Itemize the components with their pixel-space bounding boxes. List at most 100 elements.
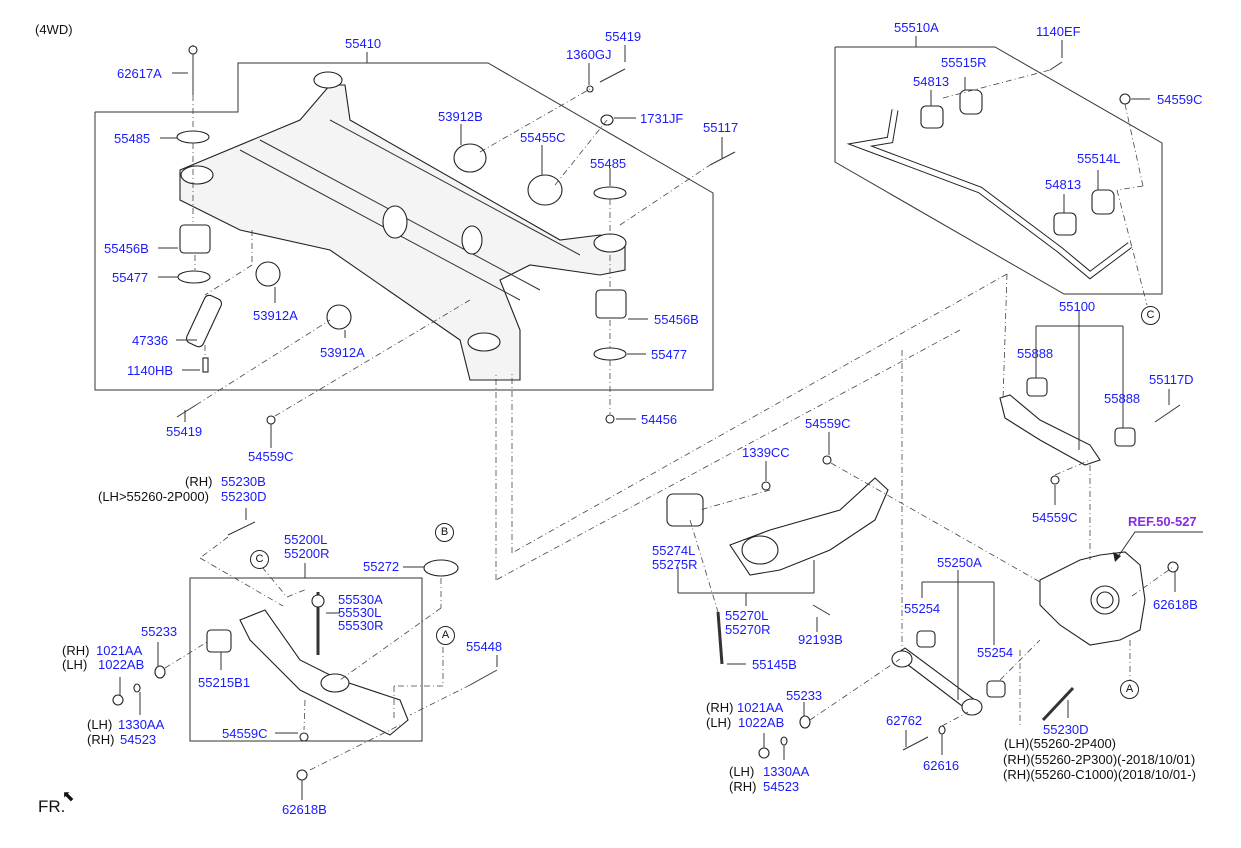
part-53912A-2[interactable]: 53912A xyxy=(320,345,365,360)
part-55530L[interactable]: 55530L xyxy=(338,605,382,620)
washer-55485-left xyxy=(176,130,210,144)
bushing-53912A-2 xyxy=(326,304,352,330)
note-lh-55230D: (LH>55260-2P000) xyxy=(98,489,209,504)
part-55514L[interactable]: 55514L xyxy=(1077,151,1121,166)
part-55230B[interactable]: 55230B xyxy=(221,474,266,489)
label-leaders xyxy=(119,40,1176,800)
part-54813-l[interactable]: 54813 xyxy=(1045,177,1082,192)
part-55117[interactable]: 55117 xyxy=(703,120,739,135)
part-55455C[interactable]: 55455C xyxy=(520,130,566,145)
part-62617A[interactable]: 62617A xyxy=(117,66,162,81)
part-54559C-trailing[interactable]: 54559C xyxy=(805,416,851,431)
part-55456B-right[interactable]: 55456B xyxy=(654,312,699,327)
reference-link[interactable]: REF.50-527 xyxy=(1128,514,1197,529)
front-indicator: FR. ⬉ xyxy=(38,788,75,817)
bolt-55145B xyxy=(716,611,724,665)
bushing-55274L xyxy=(666,493,704,527)
part-54559C-upper[interactable]: 54559C xyxy=(1032,510,1078,525)
washer-1330AA-right xyxy=(780,736,788,746)
part-54813-r[interactable]: 54813 xyxy=(913,74,950,89)
part-55215B1[interactable]: 55215B1 xyxy=(198,675,251,690)
part-55272[interactable]: 55272 xyxy=(363,559,400,574)
note-rh-1021AA-left: (RH) xyxy=(62,643,90,658)
part-1330AA-left[interactable]: 1330AA xyxy=(118,717,165,732)
seat-55477-left xyxy=(177,270,211,284)
part-55448[interactable]: 55448 xyxy=(466,639,503,654)
washer-55233-left xyxy=(154,665,166,679)
part-55145B[interactable]: 55145B xyxy=(752,657,797,672)
part-1022AB-right[interactable]: 1022AB xyxy=(738,715,785,730)
part-55230D-knuckle[interactable]: 55230D xyxy=(1043,722,1089,737)
part-55530R[interactable]: 55530R xyxy=(338,618,384,633)
part-1021AA-left[interactable]: 1021AA xyxy=(96,643,143,658)
part-55233-left[interactable]: 55233 xyxy=(141,624,178,639)
part-54559C-stab[interactable]: 54559C xyxy=(1157,92,1203,107)
variant-label: (4WD) xyxy=(35,22,73,37)
part-1140EF[interactable]: 1140EF xyxy=(1036,24,1081,39)
part-55456B-left[interactable]: 55456B xyxy=(104,241,149,256)
clamp-55515R xyxy=(959,89,983,115)
bushing-55456B-left xyxy=(179,224,211,254)
part-62762[interactable]: 62762 xyxy=(886,713,923,728)
part-1330AA-right[interactable]: 1330AA xyxy=(763,764,810,779)
part-55254-1[interactable]: 55254 xyxy=(904,601,941,616)
part-55250A[interactable]: 55250A xyxy=(937,555,982,570)
part-47336[interactable]: 47336 xyxy=(132,333,169,348)
part-55419-lower[interactable]: 55419 xyxy=(166,424,203,439)
bushing-55215B1 xyxy=(206,629,232,653)
part-1140HB[interactable]: 1140HB xyxy=(127,363,174,378)
part-55419-upper[interactable]: 55419 xyxy=(605,29,642,44)
knuckle-note-3: (RH)(55260-C1000)(2018/10/01-) xyxy=(1003,767,1196,782)
part-55888-2[interactable]: 55888 xyxy=(1104,391,1141,406)
subframe-group-frame xyxy=(94,62,714,391)
knuckle-note-2: (RH)(55260-2P300)(-2018/10/01) xyxy=(1003,752,1196,767)
part-55200L[interactable]: 55200L xyxy=(284,532,328,547)
note-lh-1022AB-left: (LH) xyxy=(62,657,88,672)
part-53912A-1[interactable]: 53912A xyxy=(253,308,298,323)
part-55485-right[interactable]: 55485 xyxy=(590,156,627,171)
part-55117D[interactable]: 55117D xyxy=(1149,372,1194,387)
part-55200R[interactable]: 55200R xyxy=(284,546,330,561)
part-92193B[interactable]: 92193B xyxy=(798,632,843,647)
part-54456[interactable]: 54456 xyxy=(641,412,678,427)
part-55275R[interactable]: 55275R xyxy=(652,557,698,572)
part-55477-left[interactable]: 55477 xyxy=(112,270,149,285)
part-1022AB-left[interactable]: 1022AB xyxy=(98,657,145,672)
nut-1021AA-right xyxy=(758,747,770,759)
part-1339CC[interactable]: 1339CC xyxy=(742,445,790,460)
part-1731JF[interactable]: 1731JF xyxy=(640,111,684,126)
part-55270L[interactable]: 55270L xyxy=(725,608,769,623)
part-62618B-lower[interactable]: 62618B xyxy=(282,802,327,817)
subframe-crossmember xyxy=(179,71,627,381)
part-62618B-knuckle[interactable]: 62618B xyxy=(1153,597,1198,612)
part-55477-right[interactable]: 55477 xyxy=(651,347,688,362)
part-54523-left[interactable]: 54523 xyxy=(120,732,157,747)
part-55270R[interactable]: 55270R xyxy=(725,622,771,637)
part-62616[interactable]: 62616 xyxy=(923,758,960,773)
part-55230D-lower-arm[interactable]: 55230D xyxy=(221,489,267,504)
part-55485-left[interactable]: 55485 xyxy=(114,131,151,146)
part-55274L[interactable]: 55274L xyxy=(652,543,696,558)
bolt-55448 xyxy=(469,669,498,686)
part-55254-2[interactable]: 55254 xyxy=(977,645,1014,660)
part-55410[interactable]: 55410 xyxy=(345,36,382,51)
part-1021AA-right[interactable]: 1021AA xyxy=(737,700,784,715)
bolt-55117D xyxy=(1154,404,1181,423)
part-55530A[interactable]: 55530A xyxy=(338,592,383,607)
bushing-55888-1 xyxy=(1026,377,1048,397)
washer-55485-right xyxy=(593,186,627,200)
part-54559C-lower[interactable]: 54559C xyxy=(248,449,294,464)
ref-leader xyxy=(1116,531,1203,559)
part-54523-right[interactable]: 54523 xyxy=(763,779,800,794)
part-55515R[interactable]: 55515R xyxy=(941,55,987,70)
part-55100[interactable]: 55100 xyxy=(1059,299,1096,314)
nut-54559C-upper xyxy=(1050,475,1060,485)
part-55233-right[interactable]: 55233 xyxy=(786,688,823,703)
part-55510A[interactable]: 55510A xyxy=(894,20,939,35)
callout-b: B xyxy=(435,523,454,542)
part-53912B[interactable]: 53912B xyxy=(438,109,483,124)
part-54559C-lower-arm[interactable]: 54559C xyxy=(222,726,268,741)
nut-62618B-knuckle xyxy=(1167,561,1179,573)
part-55888-1[interactable]: 55888 xyxy=(1017,346,1054,361)
part-1360GJ[interactable]: 1360GJ xyxy=(566,47,612,62)
